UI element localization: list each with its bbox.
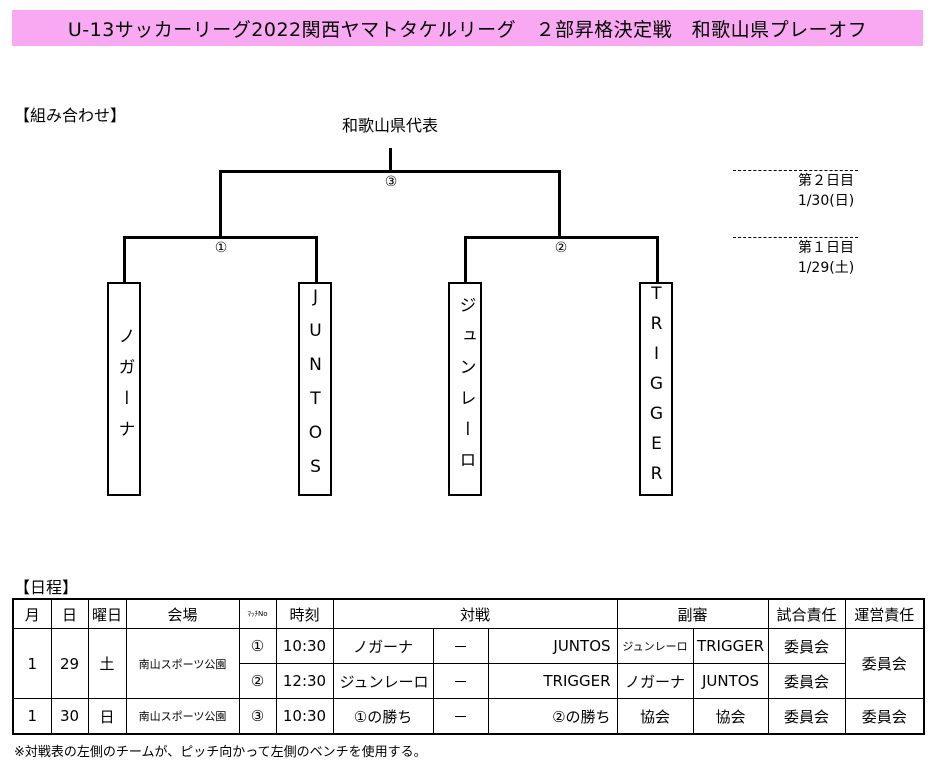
winner-label: 和歌山県代表 <box>341 116 438 135</box>
team-box-trigger: TRIGGER <box>639 282 673 496</box>
cell-home-team: ①の勝ち <box>332 698 434 735</box>
header-match-no: ﾏｯﾁNo <box>238 598 277 629</box>
bracket-line-final-right <box>558 170 561 239</box>
cell-month: 1 <box>12 628 52 699</box>
cell-ref1: ノガーナ <box>616 663 694 699</box>
cell-home-team: ノガーナ <box>332 628 434 664</box>
bracket-line-final-stem <box>389 148 392 172</box>
header-month: 月 <box>12 598 52 629</box>
cell-match-resp: 委員会 <box>767 663 846 699</box>
table-row: 1 30 日 南山スポーツ公園 ③ 10:30 ①の勝ち － ②の勝ち 協会 協… <box>12 698 925 735</box>
match-label-3: ③ <box>379 174 403 190</box>
bracket-line-semi2-right <box>656 236 659 284</box>
bracket-line-semi2-left <box>464 236 467 284</box>
cell-vs: － <box>432 698 489 735</box>
cell-home-team: ジュンレーロ <box>332 663 434 699</box>
cell-away-team: ②の勝ち <box>487 698 618 735</box>
cell-vs: － <box>432 663 489 699</box>
schedule-table: 月 日 曜日 会場 ﾏｯﾁNo 時刻 対戦 副審 試合責任 運営責任 1 29 … <box>12 598 926 735</box>
cell-ref2: JUNTOS <box>692 663 769 699</box>
header-day: 日 <box>50 598 89 629</box>
cell-day: 30 <box>50 698 89 735</box>
cell-match-no: ③ <box>238 698 277 735</box>
page-title: U-13サッカーリーグ2022関西ヤマトタケルリーグ ２部昇格決定戦 和歌山県プ… <box>67 18 868 41</box>
team-box-noganaa: ノガーナ <box>107 282 141 496</box>
schedule-header-row: 月 日 曜日 会場 ﾏｯﾁNo 時刻 対戦 副審 試合責任 運営責任 <box>12 598 925 629</box>
team-box-juntos: JUNTOS <box>298 282 332 496</box>
cell-month: 1 <box>12 698 52 735</box>
header-match-resp: 試合責任 <box>767 598 846 629</box>
bracket-line-final-left <box>219 170 222 239</box>
cell-weekday: 日 <box>87 698 127 735</box>
bracket-line-semi1 <box>123 236 318 239</box>
cell-match-no: ① <box>238 628 277 664</box>
header-weekday: 曜日 <box>87 598 127 629</box>
cell-match-resp: 委員会 <box>767 628 846 664</box>
team-name: ジュンレーロ <box>455 296 476 482</box>
cell-ref2: TRIGGER <box>692 628 769 664</box>
cell-away-team: JUNTOS <box>487 628 618 664</box>
bracket-line-semi2 <box>464 236 659 239</box>
cell-match-resp: 委員会 <box>767 698 846 735</box>
header-time: 時刻 <box>275 598 334 629</box>
day2-date: 1/30(日) <box>797 193 855 209</box>
match-label-1: ① <box>209 240 233 256</box>
schedule-section-label: 【日程】 <box>14 578 79 597</box>
table-row: 1 29 土 南山スポーツ公園 ① 10:30 ノガーナ － JUNTOS ジュ… <box>12 628 925 699</box>
cell-ops-resp: 委員会 <box>844 698 925 735</box>
cell-match-no: ② <box>238 663 277 699</box>
cell-ref1: 協会 <box>616 698 694 735</box>
day1-dash-line <box>733 237 858 238</box>
team-name: ノガーナ <box>114 327 135 451</box>
day1-label: 第１日目 <box>798 240 854 256</box>
title-bar: U-13サッカーリーグ2022関西ヤマトタケルリーグ ２部昇格決定戦 和歌山県プ… <box>12 10 923 46</box>
cell-time: 10:30 <box>275 628 334 664</box>
day2-dash-line <box>733 170 858 171</box>
cell-venue: 南山スポーツ公園 <box>125 628 240 699</box>
footnote: ※対戦表の左側のチームが、ピッチ向かって左側のベンチを使用する。 <box>14 745 427 760</box>
bracket-line-final <box>219 170 561 173</box>
header-venue: 会場 <box>125 598 240 629</box>
header-match: 対戦 <box>332 598 618 629</box>
bracket-line-semi1-left <box>123 236 126 284</box>
day2-label: 第２日目 <box>798 173 854 189</box>
team-box-junlero: ジュンレーロ <box>448 282 482 496</box>
bracket-line-semi1-right <box>315 236 318 284</box>
table-row: ② 12:30 ジュンレーロ － TRIGGER ノガーナ JUNTOS 委員会 <box>13 663 924 699</box>
team-name: JUNTOS <box>305 287 326 491</box>
cell-day: 29 <box>50 628 89 699</box>
cell-weekday: 土 <box>87 628 127 699</box>
header-ops-resp: 運営責任 <box>844 598 925 629</box>
cell-time: 12:30 <box>275 663 334 699</box>
cell-ref1: ジュンレーロ <box>616 628 694 664</box>
header-assistant: 副審 <box>616 598 769 629</box>
match-label-2: ② <box>549 240 573 256</box>
cell-away-team: TRIGGER <box>487 663 618 699</box>
cell-venue: 南山スポーツ公園 <box>125 698 240 735</box>
cell-time: 10:30 <box>275 698 334 735</box>
cell-vs: － <box>432 628 489 664</box>
team-name: TRIGGER <box>646 284 667 494</box>
day1-date: 1/29(土) <box>797 260 855 276</box>
cell-ref2: 協会 <box>692 698 769 735</box>
bracket-section-label: 【組み合わせ】 <box>14 106 127 125</box>
cell-ops-resp: 委員会 <box>844 628 925 699</box>
